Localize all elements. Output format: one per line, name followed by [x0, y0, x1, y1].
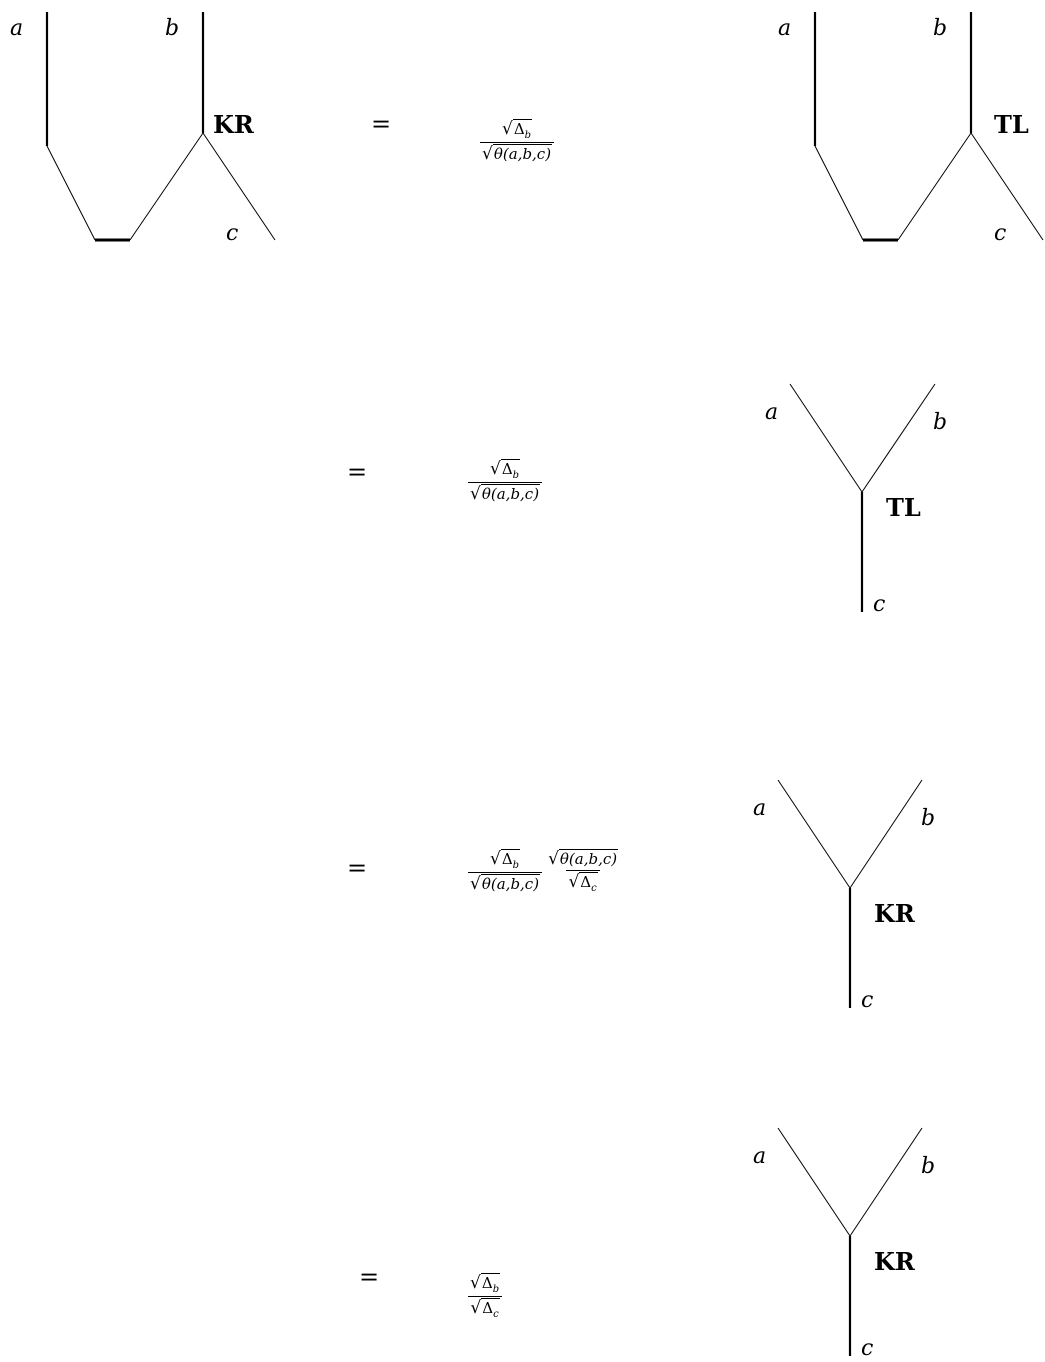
diagram-5-label-a: a — [753, 1144, 767, 1169]
coefficient-3: √Δb √θ(a,b,c) √θ(a,b,c) √Δc — [468, 849, 620, 894]
diagram-2-vertex-label: TL — [994, 110, 1029, 139]
coefficient-3-factor-2: √θ(a,b,c) √Δc — [548, 849, 619, 894]
diagram-1-lines — [45, 12, 276, 242]
diagram-1-label-c: c — [226, 221, 239, 246]
diagram-4-lines — [777, 779, 923, 1008]
diagram-5-label-c: c — [861, 1336, 874, 1361]
diagram-3-vertex-label: TL — [886, 493, 921, 522]
coefficient-3-factor-1: √Δb √θ(a,b,c) — [468, 849, 543, 894]
coefficient-2: √Δb √θ(a,b,c) — [468, 459, 543, 504]
diagram-3-label-a: a — [765, 400, 779, 425]
diagram-5-lines — [777, 1127, 923, 1356]
equals-sign-3: = — [347, 854, 368, 882]
equals-sign-4: = — [359, 1263, 380, 1291]
diagram-5-label-b: b — [921, 1154, 936, 1179]
coefficient-4: √Δb √Δc — [468, 1273, 502, 1320]
diagram-3-label-b: b — [933, 410, 948, 435]
diagram-4-vertex-label: KR — [874, 899, 915, 928]
diagram-1-label-b: b — [165, 16, 180, 41]
equals-sign-1: = — [371, 110, 392, 138]
diagram-5-vertex-label: KR — [874, 1247, 915, 1276]
diagram-2-label-b: b — [933, 16, 948, 41]
equals-sign-2: = — [347, 458, 368, 486]
diagram-3-label-c: c — [873, 592, 886, 617]
coefficient-1: √Δb √θ(a,b,c) — [480, 119, 555, 164]
diagram-2-lines — [813, 12, 1044, 242]
diagram-1-label-a: a — [10, 16, 24, 41]
diagram-4-label-a: a — [753, 796, 767, 821]
diagram-2-label-a: a — [778, 16, 792, 41]
diagram-1-vertex-label: KR — [213, 110, 254, 139]
diagram-4-label-b: b — [921, 806, 936, 831]
diagram-3-lines — [789, 383, 936, 612]
diagram-2-label-c: c — [994, 221, 1007, 246]
diagram-4-label-c: c — [861, 988, 874, 1013]
